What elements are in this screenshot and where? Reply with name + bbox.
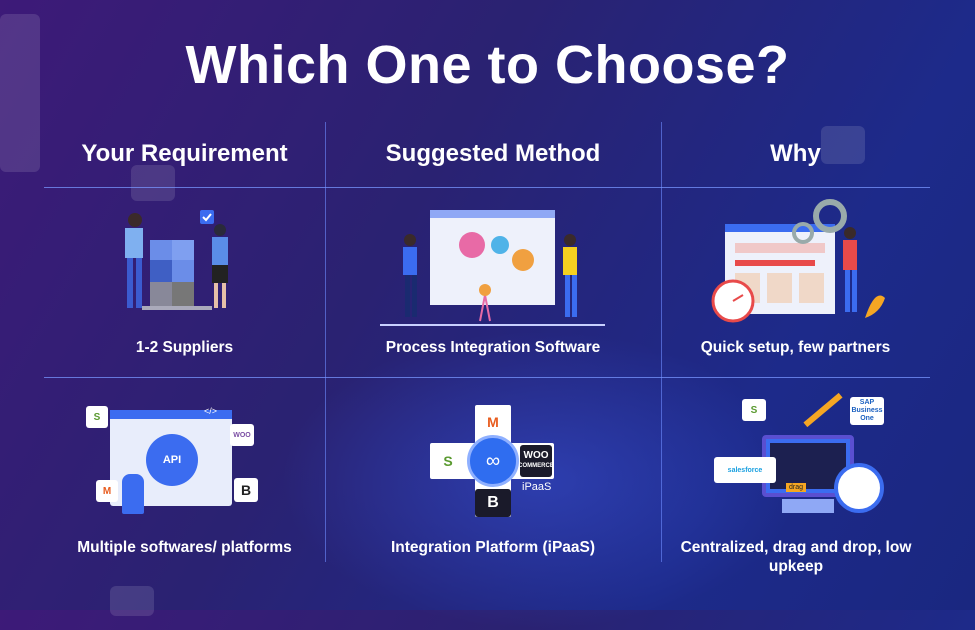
page-title: Which One to Choose?	[185, 35, 790, 95]
shopify-logo-icon: S	[434, 447, 462, 475]
process-integration-illustration	[380, 210, 605, 326]
row1-method: Process Integration Software	[385, 339, 601, 356]
suppliers-illustration	[125, 210, 228, 310]
row2-method: Integration Platform (iPaaS)	[390, 539, 596, 556]
decor-square	[0, 14, 40, 172]
header-requirement: Your Requirement	[81, 140, 288, 167]
bigcommerce-logo-icon: B	[234, 478, 258, 502]
decor-square	[110, 586, 154, 616]
decor-square	[821, 126, 865, 164]
centralized-illustration: drag S SAP Business One salesforce	[712, 392, 892, 523]
sap-logo-icon: SAP Business One	[850, 397, 884, 425]
background-glow	[280, 330, 800, 630]
header-why: Why	[770, 140, 821, 167]
quick-setup-illustration	[711, 199, 885, 323]
api-gear-icon: API	[146, 434, 198, 486]
woocommerce-logo-icon: WOO COMMERCE	[518, 445, 554, 477]
bigcommerce-logo-icon: B	[475, 489, 511, 517]
multiple-platforms-illustration: API S WOO M B </>	[84, 398, 264, 530]
header-method: Suggested Method	[385, 140, 601, 167]
arrow-accent	[803, 392, 843, 428]
woo-text: WOO	[523, 450, 549, 461]
row-divider	[44, 377, 930, 378]
row1-requirement: 1-2 Suppliers	[135, 339, 234, 356]
row2-requirement: Multiple softwares/ platforms	[77, 539, 292, 556]
salesforce-logo-icon: salesforce	[714, 457, 776, 483]
shopify-logo-icon: S	[742, 399, 766, 421]
row2-why: Centralized, drag and drop, low upkeep	[680, 539, 912, 575]
row-divider	[44, 187, 930, 188]
person-figure	[122, 474, 144, 514]
ipaas-illustration: M S WOO COMMERCE B ∞ iPaaS	[430, 405, 560, 520]
clock-icon	[834, 463, 884, 513]
column-divider	[661, 122, 662, 562]
commerce-text: COMMERCE	[518, 463, 554, 469]
ipaas-hub-icon: ∞	[467, 435, 519, 487]
ipaas-text: iPaaS	[522, 481, 552, 493]
magento-logo-icon: M	[479, 409, 507, 435]
drag-tag: drag	[786, 483, 807, 492]
decor-square	[131, 165, 175, 201]
column-divider	[325, 122, 326, 562]
code-icon: </>	[204, 406, 218, 416]
magento-logo-icon: M	[96, 480, 118, 502]
woocommerce-logo-icon: WOO	[230, 424, 254, 446]
shopify-logo-icon: S	[86, 406, 108, 428]
row1-why: Quick setup, few partners	[700, 339, 891, 356]
